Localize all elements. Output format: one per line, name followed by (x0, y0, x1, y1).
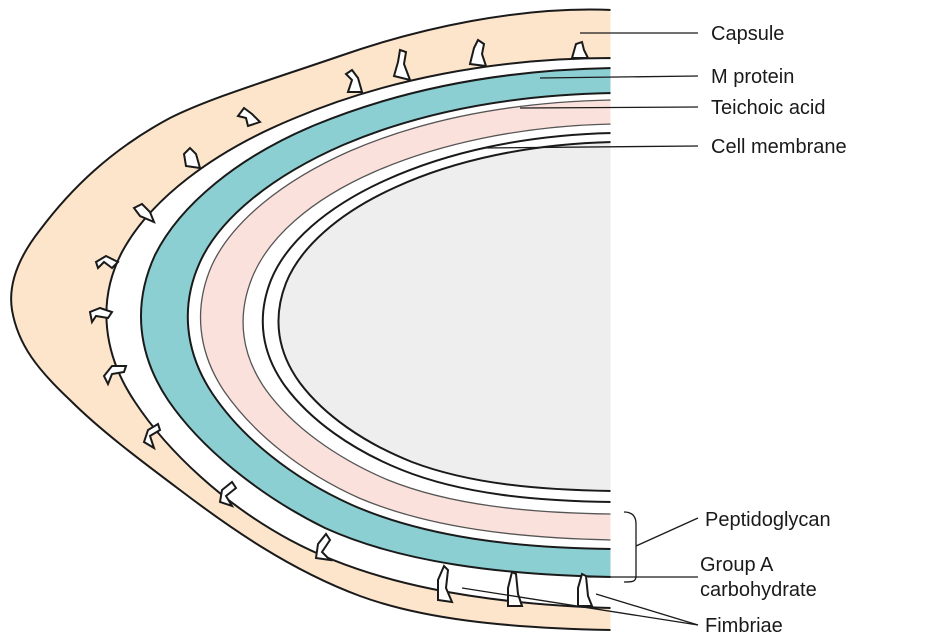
label-cell-membrane: Cell membrane (711, 136, 847, 158)
label-group-a-line1: Group A (700, 554, 774, 576)
leader-peptidoglycan (636, 518, 698, 546)
label-teichoic-acid: Teichoic acid (711, 97, 826, 119)
label-m-protein: M protein (711, 66, 794, 88)
label-capsule: Capsule (711, 23, 784, 45)
peptidoglycan-bracket (624, 512, 636, 582)
label-peptidoglycan: Peptidoglycan (705, 509, 831, 531)
label-fimbriae: Fimbriae (705, 615, 783, 634)
label-group-a-line2: carbohydrate (700, 579, 817, 601)
